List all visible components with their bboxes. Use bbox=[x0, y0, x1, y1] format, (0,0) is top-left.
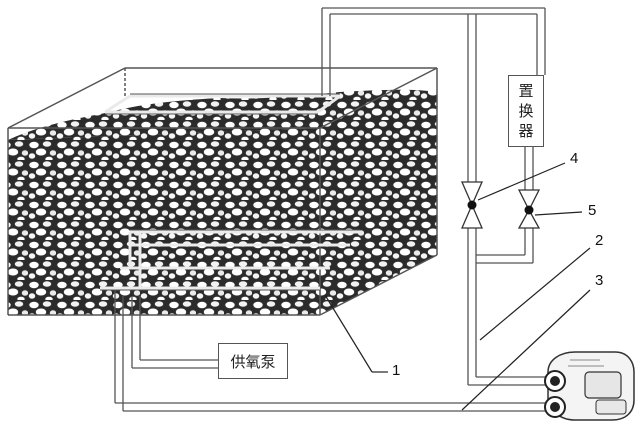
lower-pipe-grid-outline bbox=[100, 229, 360, 291]
upper-pipe-grid-outline bbox=[105, 93, 340, 115]
lower-pipe-grid bbox=[100, 230, 360, 290]
valve-5 bbox=[517, 189, 541, 229]
leader-lines bbox=[324, 162, 591, 411]
external-pipes bbox=[114, 7, 548, 412]
upper-pipe-grid bbox=[104, 94, 341, 114]
valve-4 bbox=[461, 181, 483, 229]
callout-4: 4 bbox=[570, 150, 579, 167]
circulation-pump bbox=[544, 351, 635, 421]
callout-3: 3 bbox=[595, 272, 604, 289]
gravel-bed bbox=[8, 89, 437, 315]
callout-1: 1 bbox=[392, 362, 401, 379]
oxygen-pump-label: 供氧泵 bbox=[218, 343, 288, 379]
exchanger-label: 置换器 bbox=[508, 75, 544, 147]
callout-5: 5 bbox=[588, 202, 597, 219]
tank-outline bbox=[7, 67, 438, 316]
callout-2: 2 bbox=[595, 232, 604, 249]
gravel-side-face bbox=[320, 92, 437, 315]
